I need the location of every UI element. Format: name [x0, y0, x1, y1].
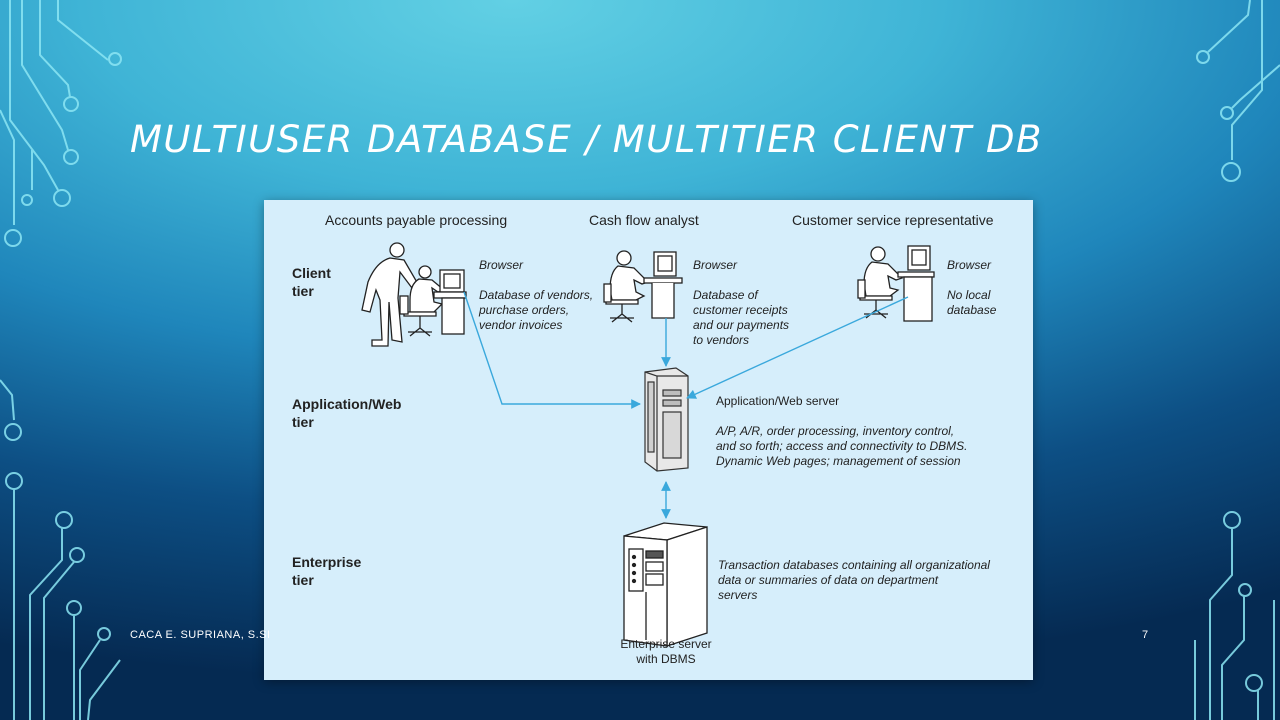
accounts-to-app-arrow	[463, 291, 641, 409]
app-server-title: Application/Web server	[716, 394, 840, 408]
enterprise-description: Transaction databases containing all org…	[718, 558, 990, 602]
accounts-payable-workstation-icon	[361, 242, 467, 347]
client-tier-label: Client tier	[292, 265, 331, 299]
cashflow-client-description: Browser Database of customer receipts an…	[693, 258, 790, 347]
customer-client-description: Browser No local database	[947, 258, 997, 317]
role-accounts-payable: Accounts payable processing	[325, 212, 508, 228]
role-customer-service: Customer service representative	[792, 212, 994, 228]
customer-service-workstation-icon	[857, 245, 935, 322]
role-cash-flow-analyst: Cash flow analyst	[589, 212, 699, 228]
customer-to-app-arrow	[686, 296, 909, 399]
multitier-diagram: Accounts payable processing Cash flow an…	[264, 200, 1033, 680]
enterprise-server-icon	[623, 522, 708, 647]
page-number: 7	[1142, 629, 1149, 641]
enterprise-server-label: Enterprise server with DBMS	[620, 637, 712, 666]
application-web-server-icon	[644, 367, 689, 472]
application-tier-label: Application/Web tier	[292, 396, 402, 430]
accounts-client-description: Browser Database of vendors, purchase or…	[479, 258, 594, 332]
slide-title: MULTIUSER DATABASE / MULTITIER CLIENT DB	[130, 118, 1043, 161]
enterprise-tier-label: Enterprise tier	[292, 554, 362, 588]
diagram-graphics	[361, 242, 935, 647]
cash-flow-analyst-workstation-icon	[603, 250, 683, 323]
app-server-description: A/P, A/R, order processing, inventory co…	[716, 424, 968, 468]
footer-author: CACA E. SUPRIANA, S.SI	[130, 629, 271, 641]
